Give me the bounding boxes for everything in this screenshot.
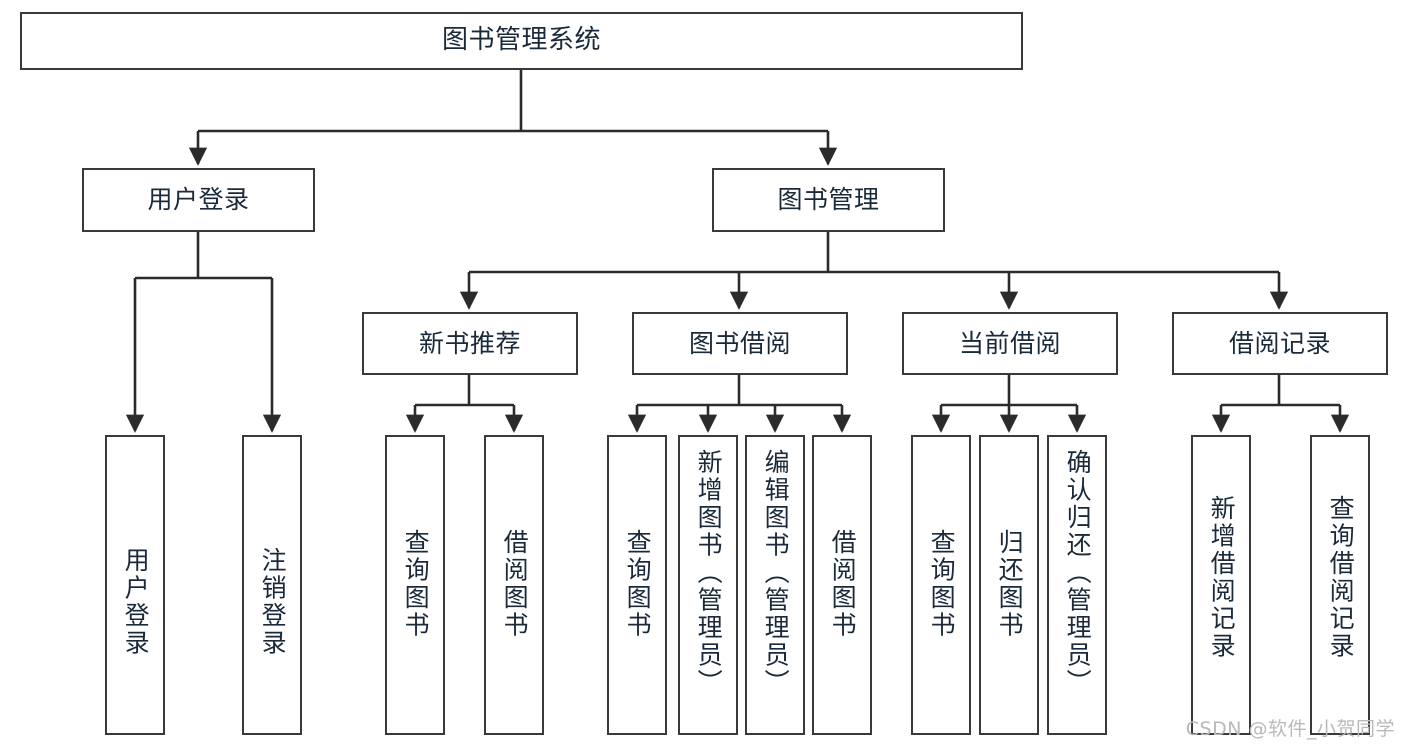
node-label: 用户登录 bbox=[121, 547, 151, 657]
node-label: 图书管理 bbox=[777, 185, 880, 214]
node-label: 编辑图书（管理员） bbox=[761, 449, 791, 697]
leaf-return-book[interactable]: 归还图书 bbox=[979, 435, 1039, 735]
node-label: 查询图书 bbox=[623, 529, 653, 639]
node-new-book-recommend[interactable]: 新书推荐 bbox=[362, 312, 578, 375]
leaf-query-book-current[interactable]: 查询图书 bbox=[911, 435, 971, 735]
node-label: 用户登录 bbox=[147, 185, 250, 214]
node-root-book-management-system[interactable]: 图书管理系统 bbox=[20, 12, 1023, 70]
node-label: 查询图书 bbox=[927, 529, 957, 639]
leaf-query-borrow-record[interactable]: 查询借阅记录 bbox=[1310, 435, 1370, 735]
node-label: 确认归还（管理员） bbox=[1063, 449, 1093, 697]
node-label: 注销登录 bbox=[258, 547, 288, 657]
node-label: 借阅图书 bbox=[828, 529, 858, 639]
leaf-borrow-book[interactable]: 借阅图书 bbox=[812, 435, 872, 735]
node-label: 查询借阅记录 bbox=[1326, 495, 1356, 660]
leaf-user-login[interactable]: 用户登录 bbox=[105, 435, 165, 735]
node-label: 当前借阅 bbox=[958, 328, 1061, 358]
node-label: 新增图书（管理员） bbox=[694, 449, 724, 697]
leaf-logout-login[interactable]: 注销登录 bbox=[242, 435, 302, 735]
node-label: 归还图书 bbox=[995, 529, 1025, 639]
node-label: 新书推荐 bbox=[418, 328, 521, 358]
leaf-add-borrow-record[interactable]: 新增借阅记录 bbox=[1191, 435, 1251, 735]
leaf-edit-book-admin[interactable]: 编辑图书（管理员） bbox=[745, 435, 805, 735]
node-book-management[interactable]: 图书管理 bbox=[712, 168, 945, 232]
node-label: 查询图书 bbox=[401, 529, 431, 639]
node-user-login[interactable]: 用户登录 bbox=[82, 168, 315, 232]
leaf-add-book-admin[interactable]: 新增图书（管理员） bbox=[678, 435, 738, 735]
node-label: 图书借阅 bbox=[688, 328, 791, 358]
leaf-borrow-book-recommend[interactable]: 借阅图书 bbox=[484, 435, 544, 735]
node-label: 新增借阅记录 bbox=[1207, 495, 1237, 660]
node-label: 图书管理系统 bbox=[441, 25, 601, 56]
node-label: 借阅图书 bbox=[500, 529, 530, 639]
node-current-borrow[interactable]: 当前借阅 bbox=[902, 312, 1118, 375]
watermark-text: CSDN @软件_小贺同学 bbox=[1185, 718, 1395, 740]
node-book-borrow[interactable]: 图书借阅 bbox=[632, 312, 848, 375]
node-borrow-record[interactable]: 借阅记录 bbox=[1172, 312, 1388, 375]
leaf-query-book-recommend[interactable]: 查询图书 bbox=[385, 435, 445, 735]
leaf-query-book-borrow[interactable]: 查询图书 bbox=[607, 435, 667, 735]
leaf-confirm-return-admin[interactable]: 确认归还（管理员） bbox=[1047, 435, 1107, 735]
node-label: 借阅记录 bbox=[1228, 328, 1331, 358]
